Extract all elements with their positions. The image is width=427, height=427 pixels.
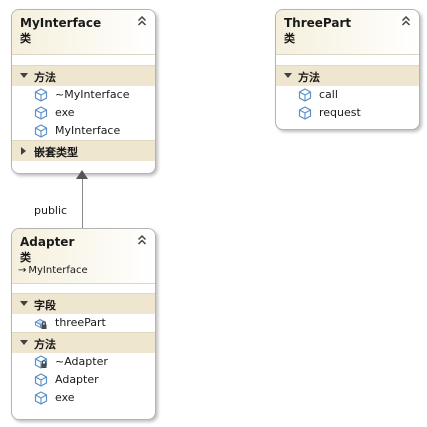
- class-adapter[interactable]: Adapter 类 →MyInterface 字段 threePart 方法 ~…: [11, 228, 156, 420]
- cube-method-icon: [34, 106, 48, 120]
- member-label: MyInterface: [55, 124, 121, 137]
- method-item[interactable]: call: [276, 86, 419, 104]
- class-header: Adapter 类 →MyInterface: [12, 229, 155, 284]
- method-item[interactable]: request: [276, 104, 419, 122]
- member-label: threePart: [55, 316, 106, 329]
- expand-triangle-icon: [20, 301, 28, 306]
- expand-triangle-icon: [284, 73, 292, 78]
- section-label: 方法: [34, 338, 56, 351]
- field-item[interactable]: threePart: [12, 314, 155, 332]
- member-label: ~Adapter: [55, 355, 108, 368]
- cube-method-lock-icon: [34, 355, 48, 369]
- double-chevron-up-icon[interactable]: [401, 15, 411, 27]
- class-kind: 类: [20, 251, 31, 264]
- member-label: call: [319, 88, 338, 101]
- inherits-arrow-icon: →: [18, 265, 27, 276]
- cube-method-icon: [298, 106, 312, 120]
- member-label: exe: [55, 106, 75, 119]
- expand-triangle-icon: [20, 73, 28, 78]
- member-label: exe: [55, 391, 75, 404]
- methods-section-header[interactable]: 方法: [12, 332, 155, 353]
- fields-section-header[interactable]: 字段: [12, 293, 155, 314]
- section-label: 方法: [34, 71, 56, 84]
- method-item[interactable]: ~Adapter: [12, 353, 155, 371]
- collapsed-triangle-icon: [21, 147, 26, 155]
- inheritance-arrow-icon: [76, 170, 88, 179]
- method-item[interactable]: Adapter: [12, 371, 155, 389]
- cube-method-icon: [34, 124, 48, 138]
- member-label: ~MyInterface: [55, 88, 130, 101]
- class-kind: 类: [20, 32, 31, 45]
- cube-method-icon: [34, 373, 48, 387]
- class-name: MyInterface: [20, 16, 102, 30]
- class-myinterface[interactable]: MyInterface 类 方法 ~MyInterface exe MyInte…: [11, 9, 156, 174]
- cube-method-icon: [34, 88, 48, 102]
- section-label: 字段: [34, 299, 56, 312]
- class-name: Adapter: [20, 235, 75, 249]
- field-lock-icon: [34, 316, 48, 330]
- class-header: ThreePart 类: [276, 10, 419, 55]
- methods-section-header[interactable]: 方法: [276, 65, 419, 86]
- cube-method-icon: [34, 391, 48, 405]
- class-threepart[interactable]: ThreePart 类 方法 call request: [275, 9, 420, 130]
- section-label: 方法: [298, 71, 320, 84]
- class-header: MyInterface 类: [12, 10, 155, 55]
- nested-types-section-header[interactable]: 嵌套类型: [12, 140, 155, 161]
- member-label: request: [319, 106, 361, 119]
- method-item[interactable]: MyInterface: [12, 122, 155, 140]
- method-item[interactable]: exe: [12, 104, 155, 122]
- method-item[interactable]: exe: [12, 389, 155, 407]
- inheritance-line: [82, 176, 83, 228]
- relationship-label: public: [34, 204, 68, 217]
- class-name: ThreePart: [284, 16, 352, 30]
- member-label: Adapter: [55, 373, 99, 386]
- double-chevron-up-icon[interactable]: [137, 15, 147, 27]
- base-class-ref: →MyInterface: [18, 265, 88, 276]
- method-item[interactable]: ~MyInterface: [12, 86, 155, 104]
- base-class-name: MyInterface: [28, 265, 88, 276]
- cube-method-icon: [298, 88, 312, 102]
- methods-section-header[interactable]: 方法: [12, 65, 155, 86]
- expand-triangle-icon: [20, 340, 28, 345]
- class-kind: 类: [284, 32, 295, 45]
- section-label: 嵌套类型: [34, 146, 78, 159]
- double-chevron-up-icon[interactable]: [137, 234, 147, 246]
